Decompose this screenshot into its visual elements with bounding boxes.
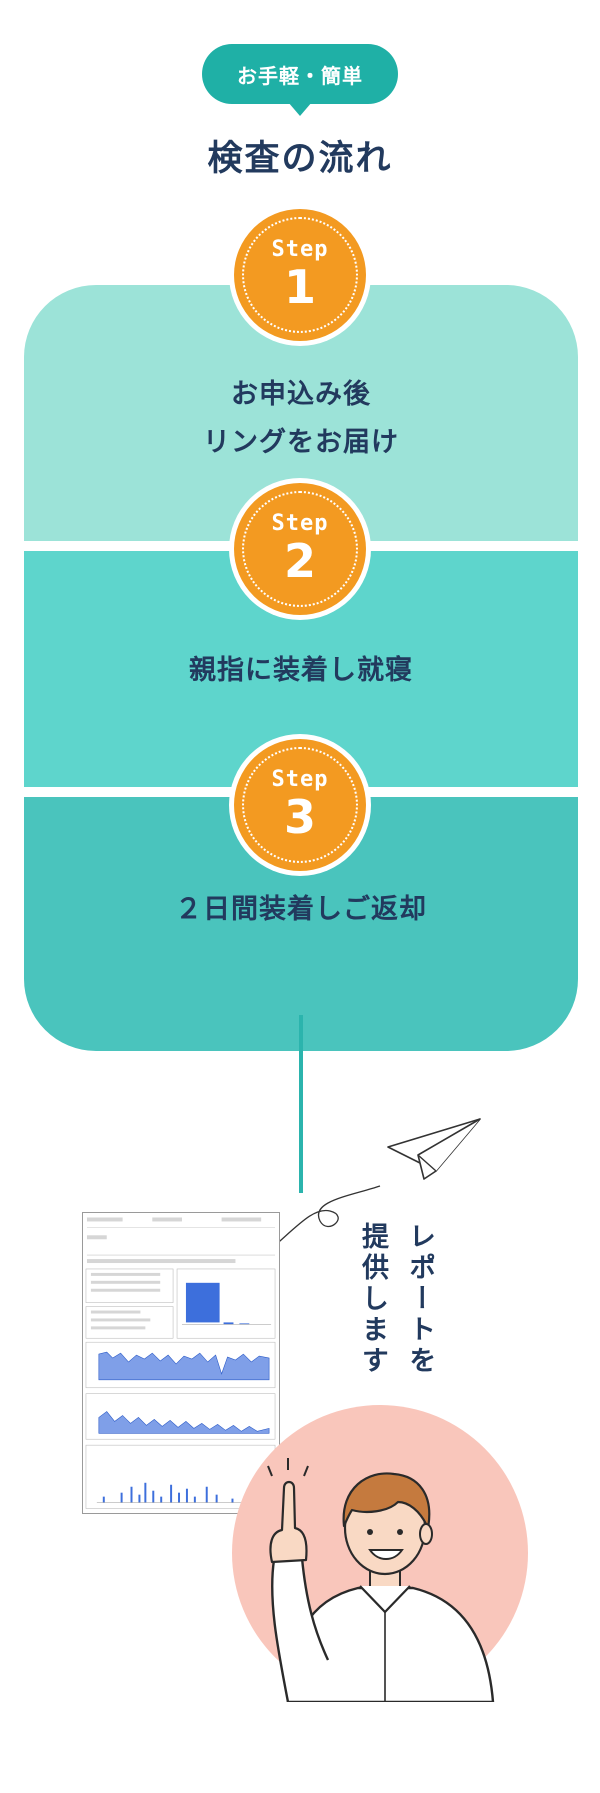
- report-caption-line-2: 提供します: [357, 1222, 388, 1377]
- step-3-text: ２日間装着しご返却: [24, 890, 578, 930]
- badge-label: お手軽・簡単: [237, 63, 363, 88]
- step-2-text: 親指に装着し就寝: [24, 651, 578, 691]
- step-3-number: 3: [283, 790, 316, 844]
- step-3-circle: Step 3: [229, 734, 371, 876]
- badge-tail: [288, 102, 312, 116]
- step-3-line-1: ２日間装着しご返却: [175, 894, 427, 925]
- step-1-number: 1: [283, 260, 316, 314]
- step-1-text: お申込み後 リングをお届け: [24, 371, 578, 467]
- step-3-label: Step: [271, 767, 329, 792]
- flow-card: お申込み後 リングをお届け 親指に装着し就寝 ２日間装着しご返却: [24, 285, 578, 1051]
- step-2-label: Step: [271, 511, 329, 536]
- step-1-line-1: お申込み後: [231, 379, 371, 410]
- step-1-label: Step: [271, 237, 329, 262]
- report-document-icon: [82, 1212, 280, 1514]
- flow-connector: [299, 1015, 303, 1193]
- person-pointing-icon: [267, 1458, 495, 1702]
- paper-plane-icon: [387, 1118, 481, 1180]
- step-2-line-1: 親指に装着し就寝: [189, 655, 413, 686]
- feature-badge: お手軽・簡単: [202, 44, 398, 104]
- step-2-circle: Step 2: [229, 478, 371, 620]
- page-title: 検査の流れ: [207, 139, 393, 179]
- step-2-number: 2: [283, 534, 316, 588]
- report-caption-line-1: レポートを: [404, 1222, 435, 1377]
- step-1-line-2: リングをお届け: [203, 427, 399, 458]
- step-1-circle: Step 1: [229, 204, 371, 346]
- flight-path-icon: [249, 1185, 381, 1267]
